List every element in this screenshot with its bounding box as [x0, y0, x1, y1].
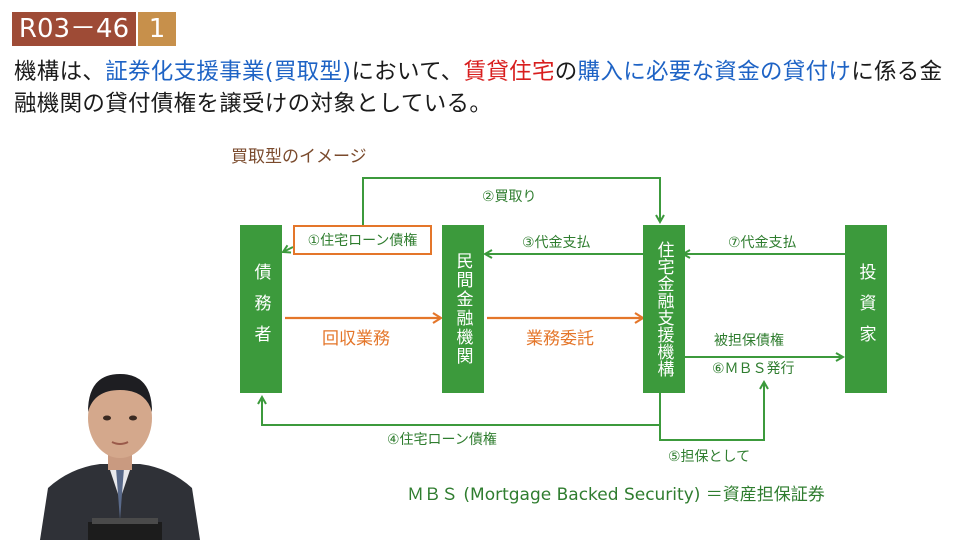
label-step4: ④住宅ローン債権 [384, 429, 500, 449]
box-housing-agency: 住宅金融支援機構 [643, 225, 685, 393]
question-part: 機構は、 [14, 59, 106, 85]
box-debtor: 債務者 [240, 225, 282, 393]
box-investor: 投資家 [845, 225, 887, 393]
label-step5: ⑤担保として [668, 449, 751, 465]
question-part: 証券化支援事業(買取型) [105, 59, 352, 85]
question-part: の [554, 59, 578, 85]
box-debtor-label: 債務者 [250, 262, 271, 356]
label-step2: ②買取り [482, 189, 537, 205]
label-step7: ⑦代金支払 [728, 235, 797, 251]
label-collection: 回収業務 [322, 329, 390, 349]
question-text: 機構は、証券化支援事業(買取型)において、賃貸住宅の購入に必要な資金の貸付けに係… [14, 56, 954, 120]
choice-number-badge: 1 [138, 12, 176, 46]
question-part: において、 [351, 59, 464, 85]
presenter-figure [30, 360, 210, 540]
arrow-loan-to-debtor [283, 247, 294, 252]
diagram-title: 買取型のイメージ [231, 147, 367, 167]
arrow-purchase [362, 177, 660, 225]
box-private-bank-label: 民間金融機関 [452, 252, 473, 366]
label-step6-top: 被担保債権 [714, 333, 784, 349]
question-number-badge: R03－46 [12, 12, 136, 46]
box-private-bank: 民間金融機関 [442, 225, 484, 393]
label-step3: ③代金支払 [522, 235, 591, 251]
question-part: に係る金融機関の貸付債権を譲受けの対象としている。 [14, 59, 943, 117]
question-part: 賃貸住宅 [463, 59, 555, 85]
box-housing-agency-label: 住宅金融支援機構 [653, 241, 674, 377]
question-part: 購入に必要な資金の貸付け [577, 59, 852, 85]
arrow-collateral [659, 382, 764, 441]
label-step1-highlight: ①住宅ローン債権 [293, 225, 432, 255]
arrow-loan-collateral [262, 393, 661, 426]
box-investor-label: 投資家 [855, 262, 876, 356]
label-step1: ①住宅ローン債権 [307, 233, 418, 249]
label-entrust: 業務委託 [526, 329, 594, 349]
mbs-footnote: ＭＢＳ (Mortgage Backed Security) ＝資産担保証券 [407, 485, 825, 505]
label-step6: ⑥ＭＢＳ発行 [712, 361, 795, 377]
